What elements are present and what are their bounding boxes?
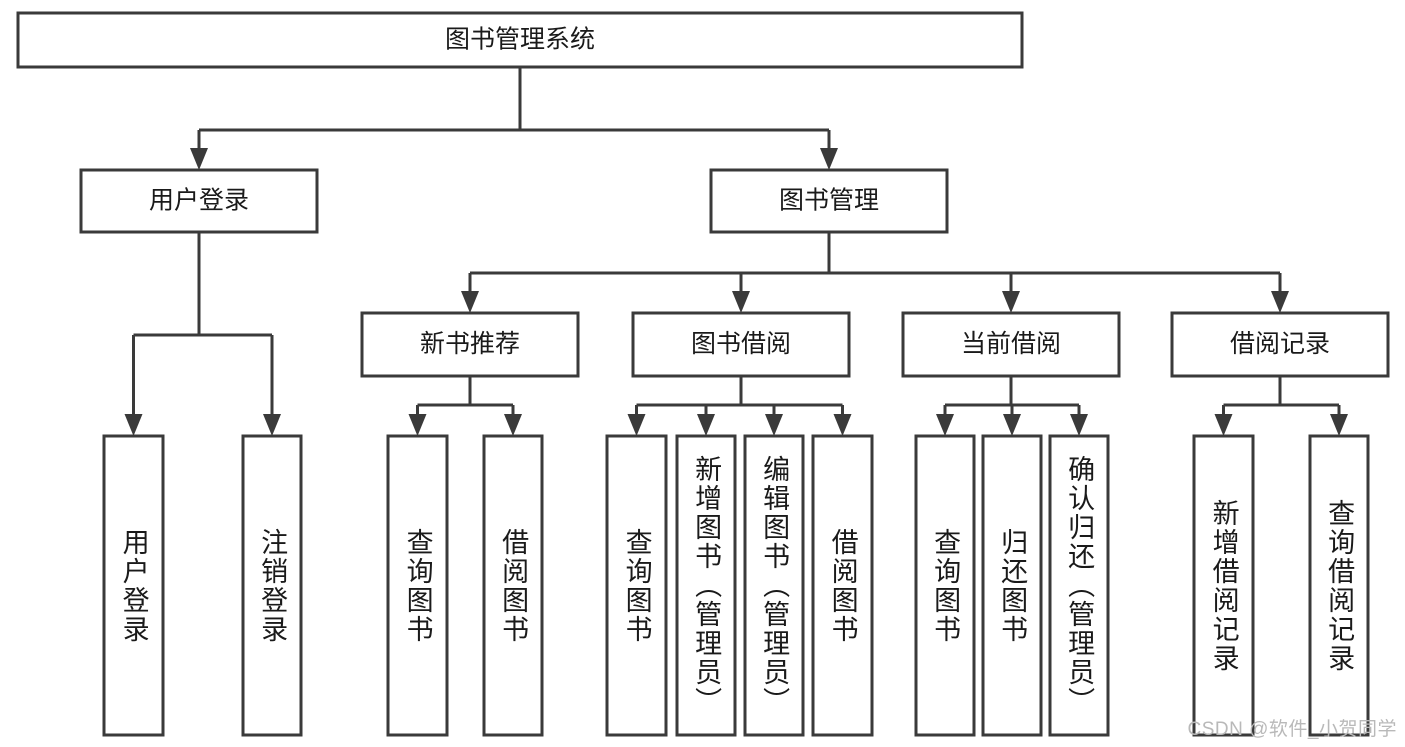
user-login-arrow-1 — [263, 414, 281, 436]
connectors-layer — [124, 67, 1348, 436]
node-leaf-11[interactable] — [1192, 434, 1255, 737]
node-leaf-2[interactable] — [386, 434, 449, 737]
node-root[interactable] — [16, 11, 1024, 69]
node-leaf-6[interactable] — [743, 434, 805, 737]
node-level2-label-0: 用户登录 — [149, 187, 249, 215]
node-level3-2[interactable] — [901, 311, 1121, 378]
node-leaf-9[interactable] — [981, 434, 1043, 737]
node-level2-label-1: 图书管理 — [779, 187, 879, 215]
node-leaf-7[interactable] — [811, 434, 874, 737]
user-login-arrow-0 — [124, 414, 143, 436]
book-mgmt-arrow-2 — [1002, 291, 1020, 313]
record-arrow-0 — [1214, 414, 1233, 436]
record-arrow-1 — [1330, 414, 1348, 436]
node-level2-0[interactable] — [79, 168, 319, 234]
borrow-arrow-3 — [833, 414, 852, 436]
new-book-arrow-1 — [504, 414, 522, 436]
node-level3-0[interactable] — [360, 311, 580, 378]
current-arrow-1 — [1003, 414, 1021, 436]
node-level3-3[interactable] — [1170, 311, 1390, 378]
node-level3-label-3: 借阅记录 — [1230, 330, 1330, 358]
node-level3-1[interactable] — [631, 311, 851, 378]
node-leaf-1[interactable] — [241, 434, 303, 737]
borrow-arrow-2 — [765, 414, 783, 436]
book-mgmt-arrow-3 — [1271, 291, 1289, 313]
node-leaf-0[interactable] — [102, 434, 165, 737]
book-mgmt-arrow-0 — [461, 291, 479, 313]
node-level2-1[interactable] — [709, 168, 949, 234]
watermark-text: CSDN @软件_小贺同学 — [1187, 719, 1397, 740]
node-root-label: 图书管理系统 — [445, 26, 595, 54]
node-leaf-10[interactable] — [1048, 434, 1110, 737]
new-book-arrow-0 — [408, 414, 427, 436]
node-leaf-12[interactable] — [1308, 434, 1370, 737]
current-arrow-0 — [936, 414, 954, 436]
root-arrow-0 — [190, 148, 208, 170]
node-leaf-3[interactable] — [482, 434, 544, 737]
node-level3-label-0: 新书推荐 — [420, 330, 520, 358]
node-level3-label-1: 图书借阅 — [691, 330, 791, 358]
node-leaf-5[interactable] — [675, 434, 737, 737]
borrow-arrow-0 — [627, 414, 646, 436]
node-level3-label-2: 当前借阅 — [961, 330, 1061, 358]
node-leaf-4[interactable] — [605, 434, 668, 737]
boxes-layer — [16, 11, 1390, 737]
current-arrow-2 — [1070, 414, 1088, 436]
node-leaf-8[interactable] — [914, 434, 976, 737]
book-mgmt-arrow-1 — [732, 291, 750, 313]
borrow-arrow-1 — [697, 414, 715, 436]
root-arrow-1 — [820, 148, 838, 170]
